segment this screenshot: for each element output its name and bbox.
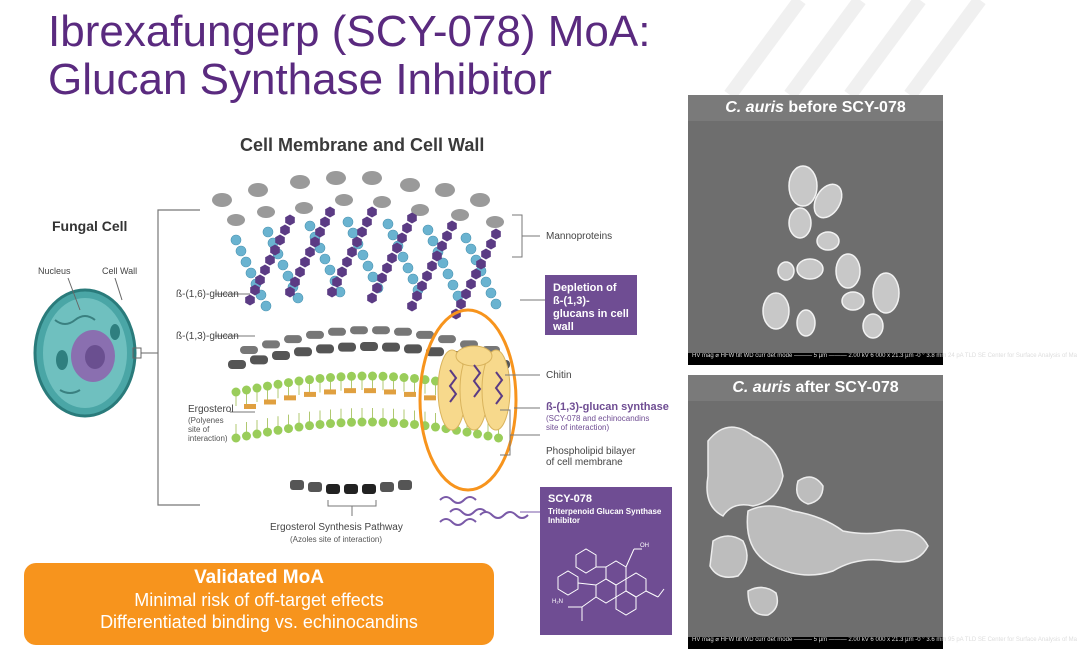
- moa-heading: Validated MoA: [194, 567, 324, 588]
- slide-title: Ibrexafungerp (SCY-078) MoA: Glucan Synt…: [48, 8, 688, 104]
- yeast-cells-intact: [688, 121, 943, 353]
- micrograph-before-header: C. auris before SCY-078: [688, 95, 943, 121]
- ergosterol-pathway-sub-label: (Azoles site of interaction): [290, 535, 383, 544]
- micrograph-after-image: [688, 401, 943, 637]
- glucan-synthase: [437, 345, 511, 431]
- nucleus-label: Nucleus: [38, 266, 71, 276]
- scy-078-box: SCY-078 Triterpenoid Glucan Synthase Inh…: [540, 487, 672, 635]
- fungal-cell-illustration: [33, 277, 158, 418]
- micrograph-after-header: C. auris after SCY-078: [688, 375, 943, 401]
- validated-moa-box: Validated MoA Minimal risk of off-target…: [24, 563, 494, 645]
- cell-wall-diagram: [33, 171, 545, 526]
- ergosterol-pathway-label: Ergosterol Synthesis Pathway: [270, 522, 403, 533]
- cell-wall-label: Cell Wall: [102, 266, 138, 276]
- bilayer-label: Phospholipid bilayer of cell membrane: [546, 446, 636, 468]
- micrograph-after-species: C. auris: [732, 379, 792, 396]
- depletion-box: Depletion of ß-(1,3)-glucans in cell wal…: [545, 275, 637, 335]
- ergosterol-label: Ergosterol: [188, 404, 234, 415]
- micrograph-before: C. auris before SCY-078 HV mag ⌀ HFW til…: [688, 95, 1077, 365]
- mannoproteins: [212, 171, 504, 228]
- synthase-highlight-ring: [418, 308, 518, 492]
- released-glucans: [439, 496, 529, 526]
- b16-glucan-label: ß-(1,6)-glucan: [176, 289, 239, 300]
- svg-text:OH: OH: [640, 543, 649, 549]
- fungal-cell-label: Fungal Cell: [52, 218, 128, 234]
- yeast-cells-damaged: [688, 401, 943, 637]
- micrograph-before-species: C. auris: [725, 99, 784, 116]
- micrograph-after: C. auris after SCY-078 HV mag ⌀ HFW tilt…: [688, 375, 1077, 649]
- slide-title-line-2: Glucan Synthase Inhibitor: [48, 55, 552, 104]
- b13-glucan-label: ß-(1,3)-glucan: [176, 331, 239, 342]
- synthase-label: ß-(1,3)-glucan synthase: [546, 401, 669, 413]
- svg-text:H₂N: H₂N: [552, 599, 563, 605]
- micrograph-after-scalebar: HV mag ⌀ HFW tilt WD curr det mode ——— 5…: [688, 637, 1077, 649]
- decorative-stripes: [724, 0, 986, 100]
- chitin-label: Chitin: [546, 370, 572, 381]
- micrograph-before-image: [688, 121, 943, 353]
- synthase-sub-label: (SCY-078 and echinocandins site of inter…: [546, 414, 650, 432]
- ergosterol-sub-label: (Polyenes site of interaction): [188, 416, 228, 443]
- mannoproteins-label: Mannoproteins: [546, 231, 613, 242]
- slide-title-line-1: Ibrexafungerp (SCY-078) MoA:: [48, 7, 651, 56]
- micrograph-before-scalebar: HV mag ⌀ HFW tilt WD curr det mode ——— 5…: [688, 353, 1077, 365]
- diagram-heading: Cell Membrane and Cell Wall: [240, 135, 485, 155]
- scy-078-structure: OH H₂N: [552, 543, 665, 621]
- scy-title: SCY-078: [548, 493, 593, 505]
- moa-line-2: Differentiated binding vs. echinocandins: [100, 612, 418, 632]
- micrograph-before-caption: before SCY-078: [783, 99, 906, 116]
- scy-subtitle: Triterpenoid Glucan Synthase Inhibitor: [548, 507, 662, 525]
- depletion-text: Depletion of ß-(1,3)-glucans in cell wal…: [553, 282, 629, 333]
- moa-line-1: Minimal risk of off-target effects: [134, 590, 384, 610]
- ergosterol-pathway-chain: [290, 480, 412, 494]
- micrograph-after-caption: after SCY-078: [791, 379, 899, 396]
